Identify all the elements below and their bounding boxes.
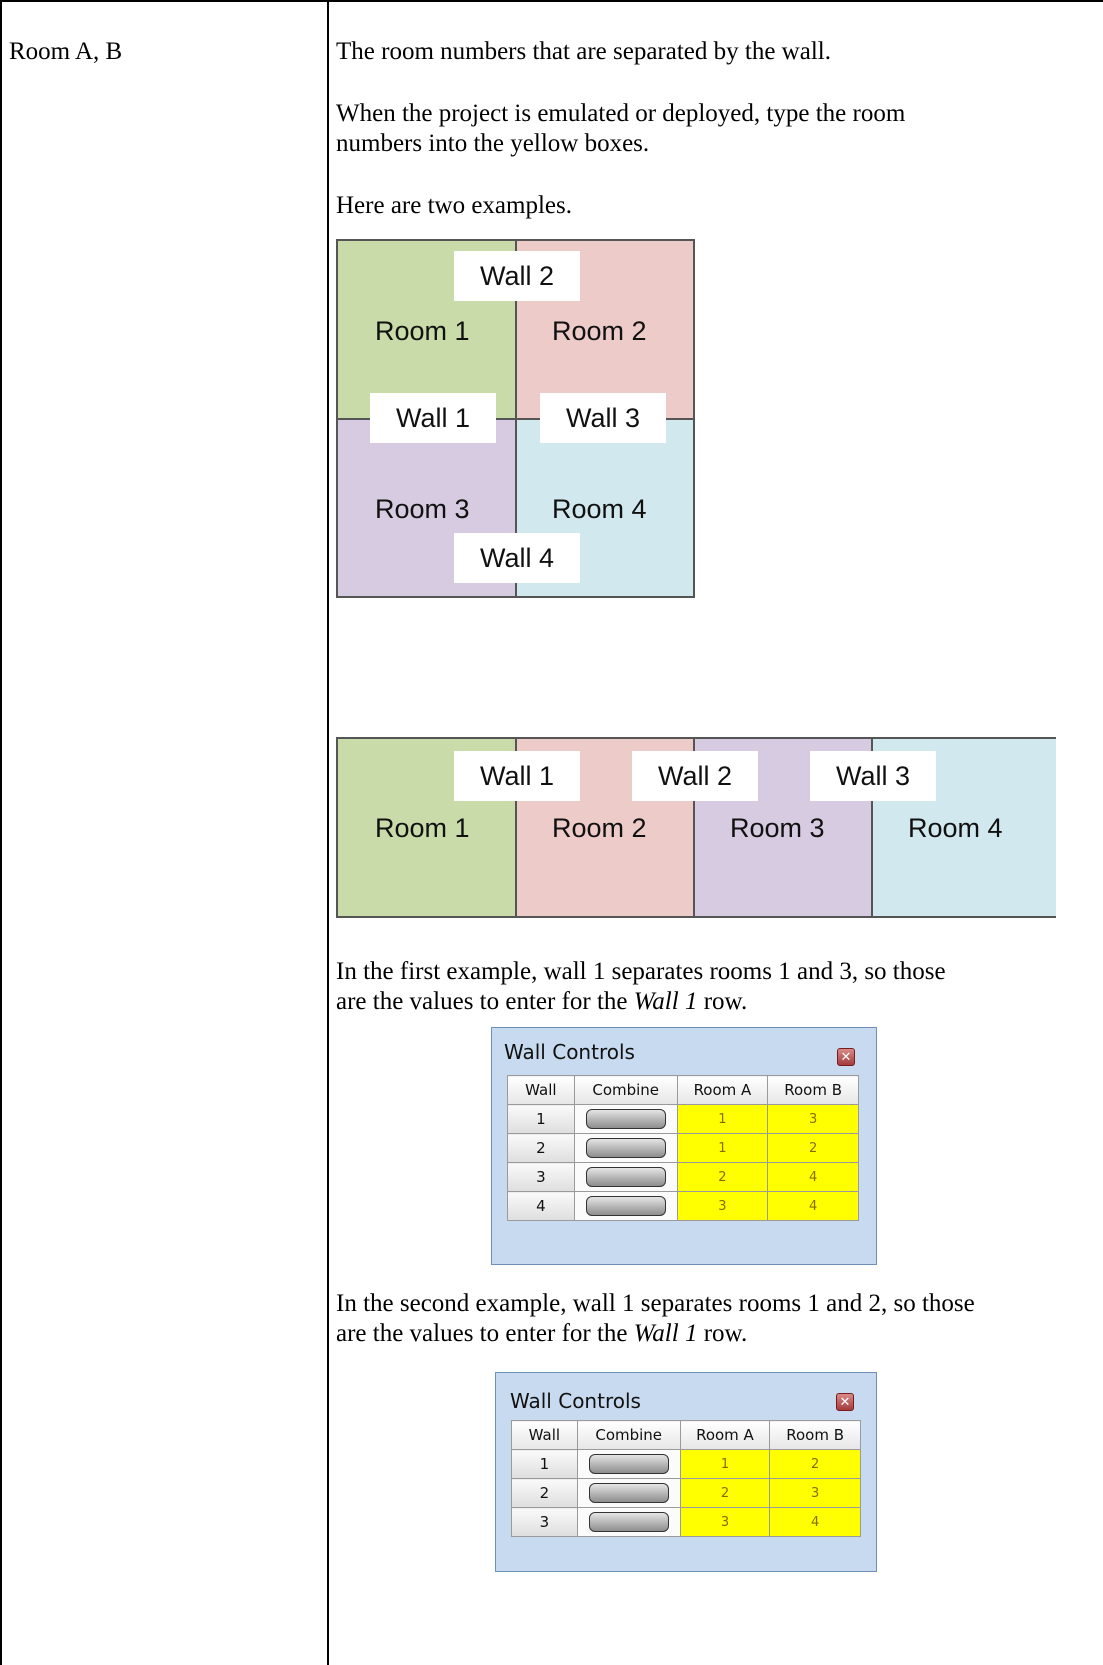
header-room-b: Room B xyxy=(767,1075,859,1105)
panel-title: Wall Controls xyxy=(510,1389,641,1413)
instruction-line-2: numbers into the yellow boxes. xyxy=(336,130,650,157)
table-top-border xyxy=(0,0,1103,2)
wall-number: 4 xyxy=(507,1191,575,1221)
room-label: Room 1 xyxy=(375,813,470,843)
instruction-line-1: When the project is emulated or deployed… xyxy=(336,100,906,127)
wall-controls-panel-1: Wall Controls ✕ Wall Combine Room A Room… xyxy=(491,1027,877,1265)
combine-button[interactable] xyxy=(588,1512,669,1532)
wall-label: Wall 2 xyxy=(632,751,758,801)
combine-button[interactable] xyxy=(585,1109,666,1129)
combine-cell xyxy=(573,1104,678,1134)
example-diagram-row: Room 1 Room 2 Room 3 Room 4 Wall 1 Wall … xyxy=(336,737,1056,918)
room-b-input[interactable]: 4 xyxy=(767,1162,859,1192)
table-row: 3 3 4 xyxy=(511,1507,861,1537)
wall-controls-table: Wall Combine Room A Room B 1 1 2 2 2 3 3… xyxy=(511,1420,861,1537)
room-a-input[interactable]: 1 xyxy=(679,1449,771,1479)
combine-cell xyxy=(573,1133,678,1163)
panel-title: Wall Controls xyxy=(504,1040,635,1064)
second-example-line-2: are the values to enter for the Wall 1 r… xyxy=(336,1320,748,1347)
combine-cell xyxy=(576,1507,681,1537)
room-label: Room 2 xyxy=(552,316,647,346)
close-icon[interactable]: ✕ xyxy=(837,1048,855,1066)
wall-number: 3 xyxy=(507,1162,575,1192)
header-room-a: Room A xyxy=(679,1420,771,1450)
combine-button[interactable] xyxy=(585,1167,666,1187)
table-column-divider xyxy=(327,0,329,1665)
room-a-input[interactable]: 3 xyxy=(679,1507,771,1537)
table-row: 2 1 2 xyxy=(507,1133,859,1163)
header-wall: Wall xyxy=(507,1075,575,1105)
wall-label: Wall 2 xyxy=(454,251,580,301)
example-diagram-grid: Room 1 Room 2 Room 3 Room 4 Wall 2 Wall … xyxy=(336,239,695,598)
first-example-line-1: In the first example, wall 1 separates r… xyxy=(336,958,946,985)
room-b-input[interactable]: 2 xyxy=(767,1133,859,1163)
wall-number: 1 xyxy=(511,1449,578,1479)
wall-label: Wall 3 xyxy=(810,751,936,801)
table-left-border xyxy=(0,0,2,1665)
room-a-input[interactable]: 2 xyxy=(679,1478,771,1508)
examples-intro: Here are two examples. xyxy=(336,192,572,219)
combine-button[interactable] xyxy=(585,1138,666,1158)
room-label: Room 3 xyxy=(730,813,825,843)
table-row: 1 1 3 xyxy=(507,1104,859,1134)
wall-number: 2 xyxy=(511,1478,578,1508)
wall-line xyxy=(871,739,873,916)
first-example-line-2: are the values to enter for the Wall 1 r… xyxy=(336,988,748,1015)
header-wall: Wall xyxy=(511,1420,578,1450)
row-label: Room A, B xyxy=(9,38,123,65)
room-label: Room 2 xyxy=(552,813,647,843)
room-b-input[interactable]: 4 xyxy=(769,1507,861,1537)
combine-cell xyxy=(576,1449,681,1479)
combine-button[interactable] xyxy=(585,1196,666,1216)
room-label: Room 4 xyxy=(552,494,647,524)
header-room-b: Room B xyxy=(769,1420,861,1450)
wall-label: Wall 1 xyxy=(370,393,496,443)
combine-button[interactable] xyxy=(588,1454,669,1474)
table-row: 1 1 2 xyxy=(511,1449,861,1479)
table-header-row: Wall Combine Room A Room B xyxy=(511,1420,861,1450)
wall-line-horizontal xyxy=(338,418,693,420)
wall-controls-table: Wall Combine Room A Room B 1 1 3 2 1 2 3… xyxy=(507,1075,859,1221)
wall-label: Wall 1 xyxy=(454,751,580,801)
wall-line xyxy=(515,739,517,916)
combine-button[interactable] xyxy=(588,1483,669,1503)
room-a-input[interactable]: 1 xyxy=(676,1133,769,1163)
table-row: 3 2 4 xyxy=(507,1162,859,1192)
table-header-row: Wall Combine Room A Room B xyxy=(507,1075,859,1105)
second-example-line-1: In the second example, wall 1 separates … xyxy=(336,1290,975,1317)
wall-number: 1 xyxy=(507,1104,575,1134)
room-b-input[interactable]: 3 xyxy=(769,1478,861,1508)
table-row: 4 3 4 xyxy=(507,1191,859,1221)
table-row: 2 2 3 xyxy=(511,1478,861,1508)
room-label: Room 1 xyxy=(375,316,470,346)
wall-label: Wall 4 xyxy=(454,533,580,583)
header-combine: Combine xyxy=(576,1420,681,1450)
room-label: Room 3 xyxy=(375,494,470,524)
header-combine: Combine xyxy=(573,1075,678,1105)
room-a-input[interactable]: 1 xyxy=(676,1104,769,1134)
wall-number: 3 xyxy=(511,1507,578,1537)
room-b-input[interactable]: 3 xyxy=(767,1104,859,1134)
combine-cell xyxy=(573,1162,678,1192)
combine-cell xyxy=(576,1478,681,1508)
room-a-input[interactable]: 2 xyxy=(676,1162,769,1192)
room-a-input[interactable]: 3 xyxy=(676,1191,769,1221)
header-room-a: Room A xyxy=(676,1075,769,1105)
room-label: Room 4 xyxy=(908,813,1003,843)
close-icon[interactable]: ✕ xyxy=(836,1393,854,1411)
description-paragraph: The room numbers that are separated by t… xyxy=(336,38,831,65)
wall-line xyxy=(693,739,695,916)
room-b-input[interactable]: 4 xyxy=(767,1191,859,1221)
room-b-input[interactable]: 2 xyxy=(769,1449,861,1479)
wall-number: 2 xyxy=(507,1133,575,1163)
wall-controls-panel-2: Wall Controls ✕ Wall Combine Room A Room… xyxy=(495,1372,877,1572)
combine-cell xyxy=(573,1191,678,1221)
wall-label: Wall 3 xyxy=(540,393,666,443)
